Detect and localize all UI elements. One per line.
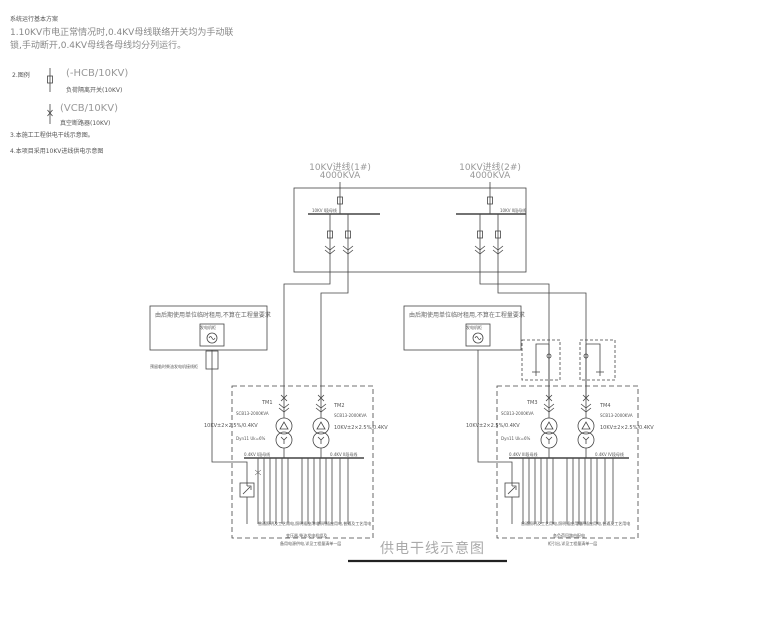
unit-1-group-right: 照明插座用电,普通及工艺用电	[318, 521, 372, 526]
unit-1-group-left: 普通照明及工艺用电,照明插座用电	[258, 521, 320, 526]
lv-busbar-unit-2-left-label: 0.4KV III段母线	[509, 452, 538, 457]
unit-2-group-right: 照明插座用电,普通及工艺用电	[577, 521, 631, 526]
transformer-tm3-label: TM3	[527, 400, 538, 406]
transformer-tm1-voltage: 10KV±2×2.5%/0.4KV	[204, 423, 258, 429]
legend-1-code: (-HCB/10KV)	[66, 68, 129, 79]
lv-busbar-unit-1-left-label: 0.4KV I段母线	[244, 452, 271, 457]
hv-busbar-1-label: 10KV I段母线	[312, 208, 337, 213]
transformer-tm2-symbol	[312, 417, 330, 449]
generator-box-2-text: 由后期使用单位临时租用,不算在工程量要求	[409, 312, 525, 319]
hv-auxiliary-box-right	[579, 339, 616, 381]
generator-1-cable	[211, 370, 248, 486]
unit-2-group-left: 普通照明及工艺用电,照明插座用电	[521, 521, 583, 526]
hv-cable-tm4	[497, 252, 587, 398]
generator-box-2	[403, 305, 522, 351]
lv-distribution-unit-1	[231, 385, 374, 539]
note-legend-label: 2.图例	[12, 72, 30, 79]
note-line-1a: 1.10KV市电正常情况时,0.4KV母线联络开关均为手动联	[10, 28, 234, 38]
transformer-tm3-symbol	[540, 417, 558, 449]
transformer-tm2-spec: SCB13-2000KVA	[334, 413, 367, 418]
hv-cable-tm3	[479, 252, 550, 398]
generator-box-1-text: 由后期使用单位临时租用,不算在工程量要求	[155, 312, 271, 319]
generator-2-panel-label: 发电机柜	[466, 325, 482, 330]
lv-distribution-unit-2	[496, 385, 639, 539]
generator-1-note: 预留临时柴油发电机接线柜	[150, 364, 198, 369]
transformer-unit-1-connection: Dyn11 Uk=6%	[236, 436, 266, 441]
note-line-4: 4.本项目采用10KV进线供电示意图	[10, 148, 104, 155]
transformer-tm4-spec: SCB13-2000KVA	[600, 413, 633, 418]
feeder-2-capacity: 4000KVA	[469, 171, 511, 181]
transformer-tm2-label: TM2	[334, 403, 345, 409]
transformer-tm3-voltage: 10KV±2×2.5%/0.4KV	[466, 423, 520, 429]
load-break-switch-legend-symbol	[47, 68, 53, 92]
transformer-tm2-voltage: 10KV±2×2.5%/0.4KV	[334, 425, 388, 431]
transformer-tm3-spec: SCB13-2000KVA	[501, 411, 534, 416]
unit-2-bottom-right: 柜引出,详见工程量清单一层	[548, 541, 598, 546]
unit-2-bottom-left: 各负荷回路由配电	[553, 533, 585, 538]
transformer-unit-2-connection: Dyn11 Uk=6%	[501, 436, 531, 441]
feeder-1-name: 10KV进线(1#)	[309, 163, 371, 173]
hv-busbar-2-label: 10KV II段母线	[500, 208, 527, 213]
hv-switchgear-room	[293, 187, 527, 273]
note-line-3: 3.本施工工程供电干线示意图。	[10, 132, 94, 139]
transformer-tm4-voltage: 10KV±2×2.5%/0.4KV	[600, 425, 654, 431]
diagram-title: 供电干线示意图	[380, 541, 485, 557]
transformer-tm1-symbol	[275, 417, 293, 449]
unit-1-bottom-left: 变压器,柴油发电机组及	[286, 533, 328, 538]
generator-2-cable	[477, 350, 513, 486]
hv-cable-tm2	[320, 252, 349, 398]
transformer-tm1-spec: SCB13-2000KVA	[236, 411, 269, 416]
transformer-tm1-label: TM1	[262, 400, 273, 406]
feeder-1-capacity: 4000KVA	[319, 171, 361, 181]
generator-1-panel-label: 发电机柜	[200, 325, 216, 330]
lv-busbar-unit-2-right-label: 0.4KV IV段母线	[595, 452, 624, 457]
notes-heading: 系统运行基本方案	[10, 16, 59, 23]
generator-box-1	[149, 305, 268, 351]
vacuum-breaker-legend-symbol	[47, 104, 53, 124]
unit-1-bottom-right: 备用电源供电,详见工程量清单一层	[280, 541, 342, 546]
feeder-2-name: 10KV进线(2#)	[459, 163, 521, 173]
legend-2-code: (VCB/10KV)	[60, 103, 118, 114]
transformer-tm4-label: TM4	[600, 403, 611, 409]
hv-cable-tm1	[283, 252, 331, 398]
note-line-1b: 锁,手动断开,0.4KV母线各母线均分列运行。	[10, 41, 187, 51]
legend-2-desc: 真空断路器(10KV)	[60, 120, 111, 127]
legend-1-desc: 负荷隔离开关(10KV)	[66, 87, 123, 94]
lv-busbar-unit-1-right-label: 0.4KV II段母线	[330, 452, 358, 457]
transformer-tm4-symbol	[577, 417, 595, 449]
hv-auxiliary-box-left	[521, 339, 561, 381]
